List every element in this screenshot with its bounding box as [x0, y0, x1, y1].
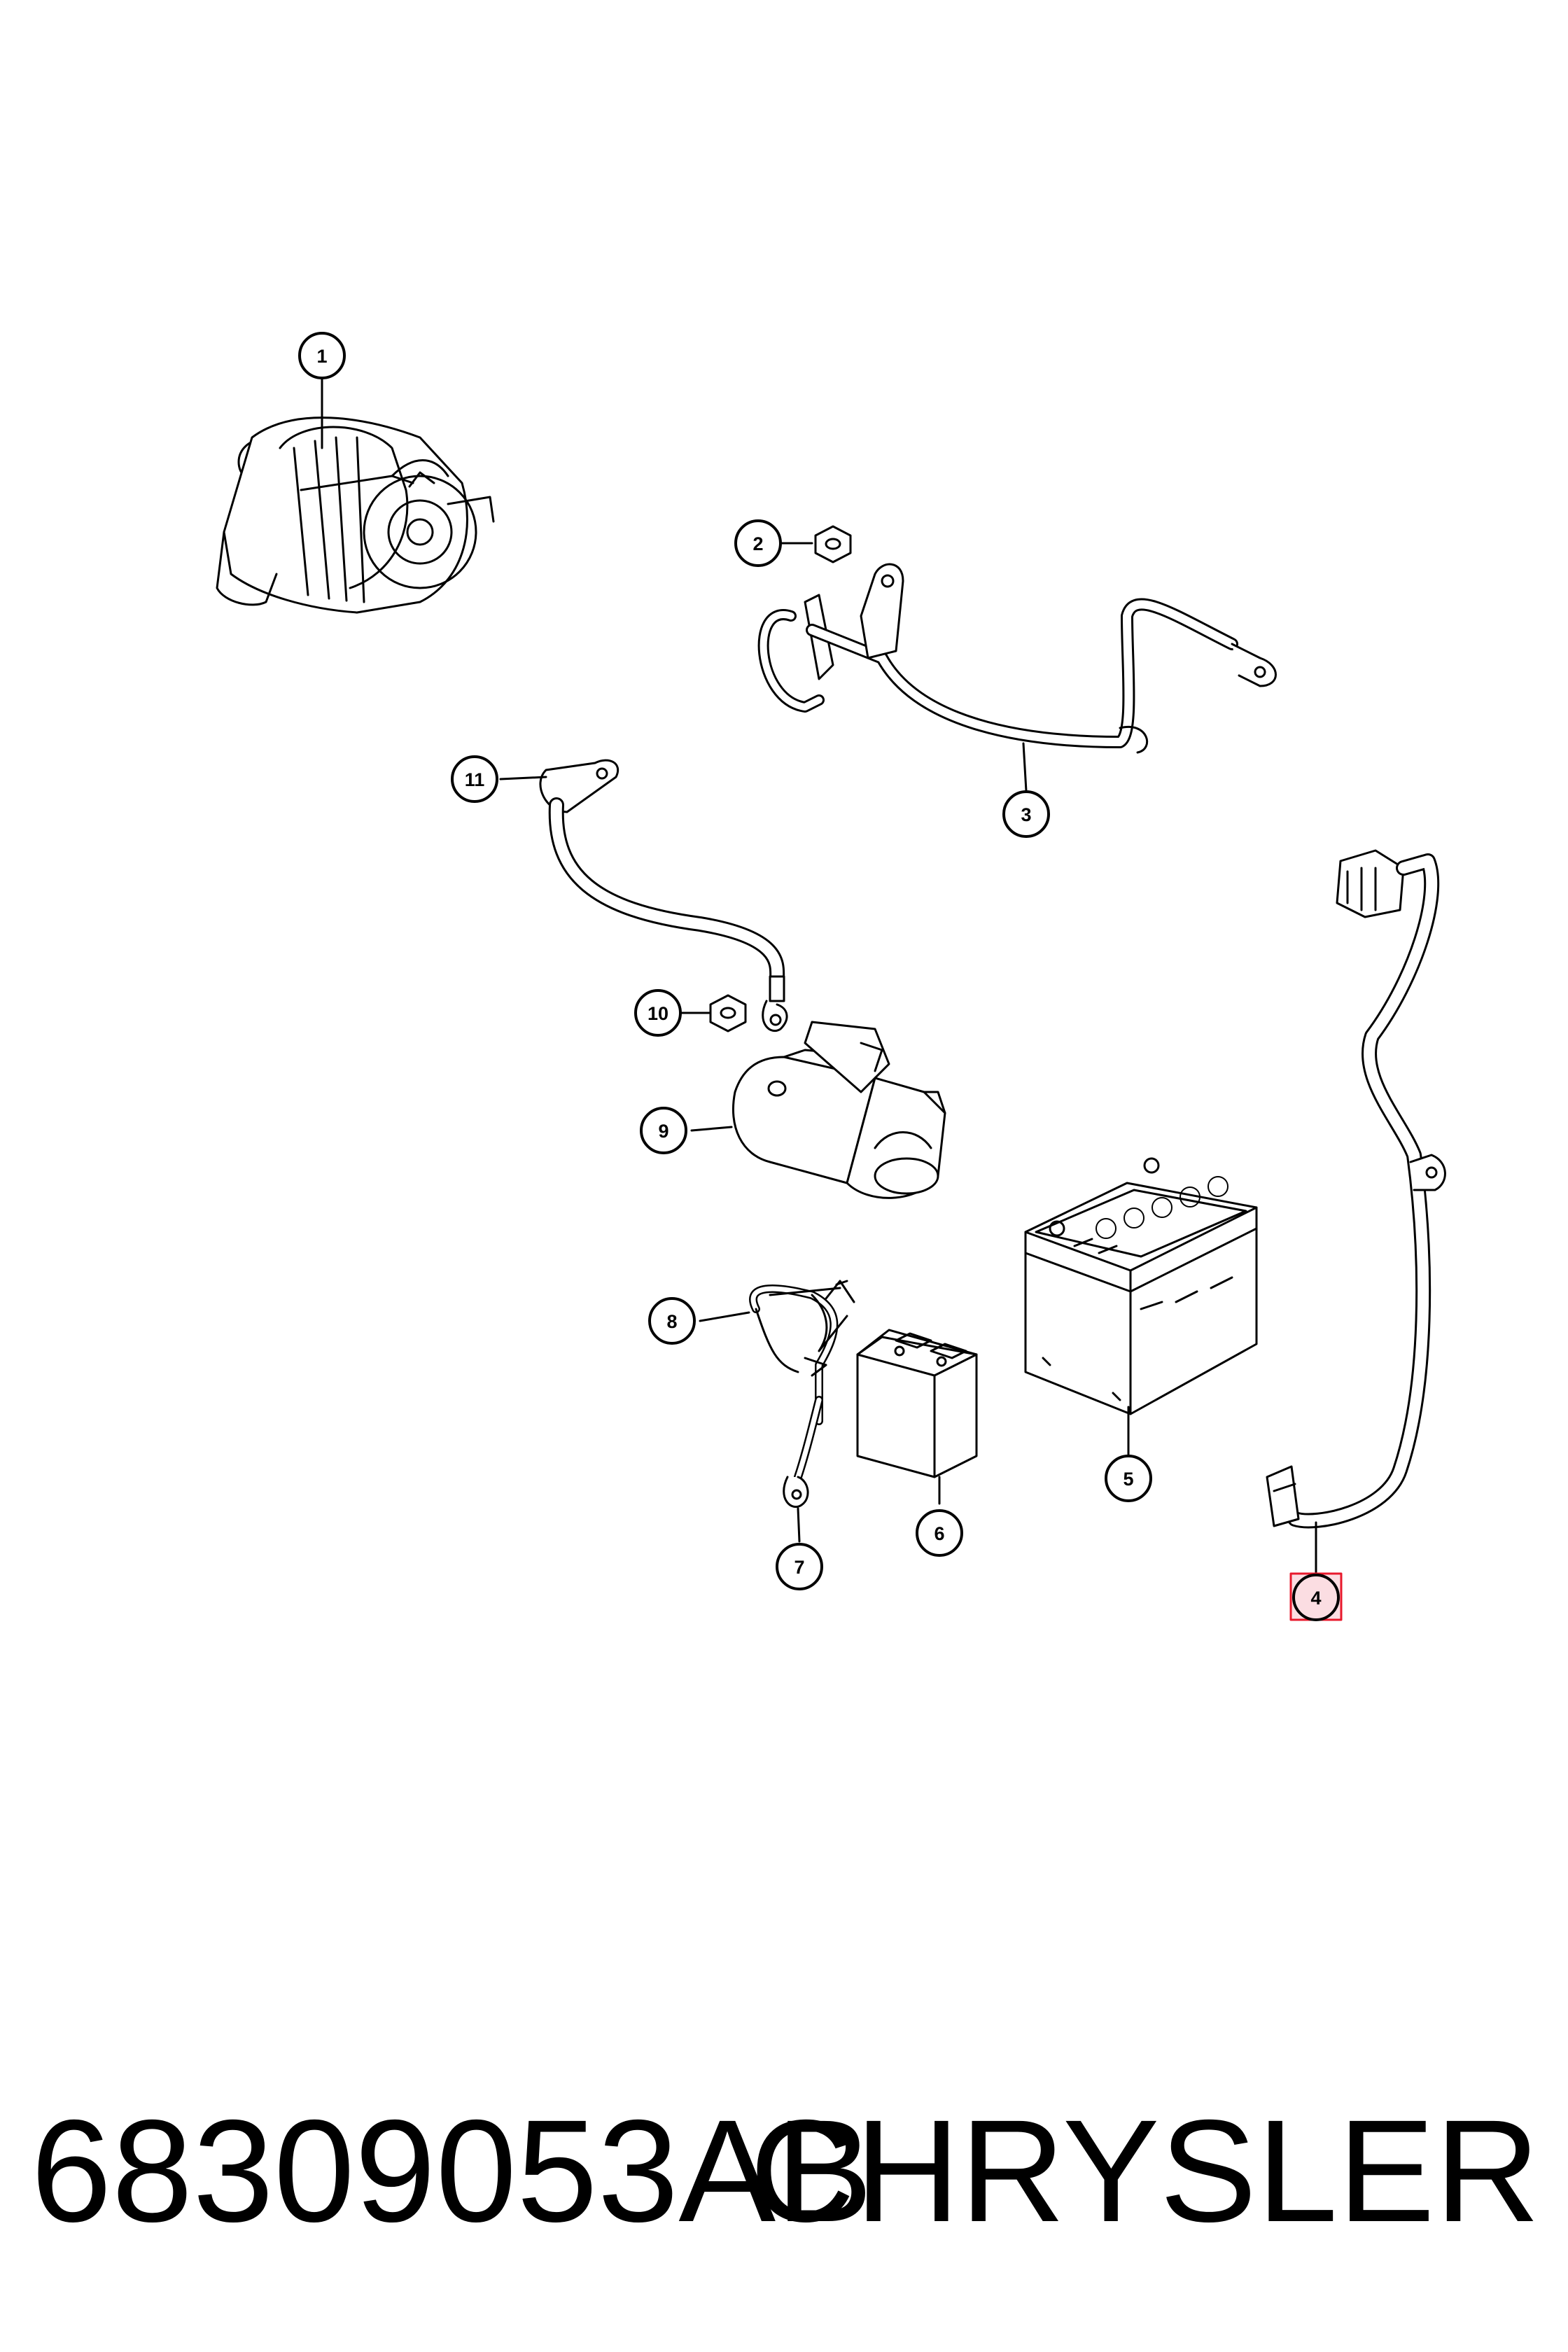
leader-lines: [321, 375, 1317, 1576]
callout-3[interactable]: 3: [1002, 790, 1050, 838]
svg-text:9: 9: [658, 1121, 668, 1142]
callout-5[interactable]: 5: [1105, 1455, 1152, 1502]
callout-10[interactable]: 10: [634, 989, 682, 1037]
battery-illustration: [1024, 1157, 1258, 1415]
nut-10-illustration: [709, 994, 747, 1032]
svg-text:6: 6: [934, 1523, 944, 1544]
callout-11[interactable]: 11: [451, 755, 498, 803]
generator-illustration: [216, 416, 495, 614]
svg-text:4: 4: [1310, 1588, 1321, 1609]
callouts: 1 2 3 4 5 6: [298, 332, 1343, 1621]
callout-2[interactable]: 2: [734, 519, 782, 567]
svg-text:1: 1: [316, 346, 327, 367]
svg-text:3: 3: [1021, 804, 1031, 825]
callout-1[interactable]: 1: [298, 332, 346, 379]
callout-7[interactable]: 7: [776, 1543, 823, 1590]
part-number-label: 68309053AB: [31, 2090, 873, 2253]
starter-illustration: [732, 1021, 946, 1199]
svg-text:11: 11: [465, 769, 485, 790]
aux-battery-illustration: [856, 1329, 978, 1478]
callout-8[interactable]: 8: [648, 1297, 696, 1345]
jumper-8-illustration: [749, 1280, 855, 1425]
svg-text:7: 7: [794, 1557, 804, 1578]
svg-text:2: 2: [752, 533, 763, 554]
brand-label: CHRYSLER: [750, 2090, 1540, 2253]
cable-11-illustration: [539, 759, 788, 1032]
callout-9[interactable]: 9: [640, 1107, 687, 1154]
nut-2-illustration: [814, 525, 852, 564]
callout-6[interactable]: 6: [916, 1509, 963, 1557]
svg-text:5: 5: [1123, 1469, 1133, 1490]
cable-3-illustration: [757, 563, 1277, 754]
svg-text:10: 10: [648, 1003, 668, 1024]
cable-4-illustration: [1266, 849, 1446, 1529]
callout-4[interactable]: 4: [1289, 1572, 1343, 1621]
cable-7-illustration: [783, 1396, 823, 1508]
svg-text:8: 8: [666, 1311, 677, 1332]
